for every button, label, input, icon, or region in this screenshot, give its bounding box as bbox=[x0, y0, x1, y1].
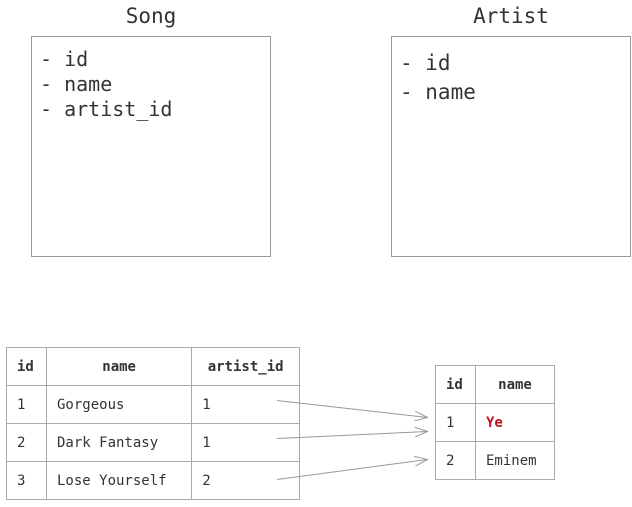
song-field: - id bbox=[40, 47, 89, 71]
song-table: id name artist_id 1 Gorgeous 1 2 Dark Fa… bbox=[6, 347, 300, 500]
artist-table-header-row: id name bbox=[435, 365, 555, 404]
artist-field: - name bbox=[400, 80, 476, 104]
table-row: 2 Eminem bbox=[435, 441, 555, 480]
artist-entity-title: Artist bbox=[473, 4, 549, 28]
artist-field-list: - id - name bbox=[392, 37, 630, 107]
artist-table: id name 1 Ye 2 Eminem bbox=[435, 365, 555, 480]
cell-name: Lose Yourself bbox=[45, 461, 193, 500]
cell-id: 1 bbox=[6, 385, 47, 424]
cell-name: Ye bbox=[475, 403, 555, 442]
cell-artist-id: 1 bbox=[191, 423, 300, 462]
artist-entity-box: - id - name bbox=[391, 36, 631, 257]
song-field: - artist_id bbox=[40, 97, 173, 121]
artist-field: - id bbox=[400, 51, 451, 75]
cell-artist-id: 1 bbox=[191, 385, 300, 424]
table-row: 1 Ye bbox=[435, 403, 555, 442]
song-entity-box: - id - name - artist_id bbox=[31, 36, 271, 257]
song-field: - name bbox=[40, 72, 113, 96]
column-header-id: id bbox=[435, 365, 476, 404]
cell-id: 3 bbox=[6, 461, 47, 500]
column-header-artist-id: artist_id bbox=[191, 347, 300, 386]
cell-artist-id: 2 bbox=[191, 461, 300, 500]
cell-name: Gorgeous bbox=[45, 385, 193, 424]
column-header-name: name bbox=[45, 347, 193, 386]
column-header-id: id bbox=[6, 347, 47, 386]
column-header-name: name bbox=[475, 365, 555, 404]
table-row: 1 Gorgeous 1 bbox=[6, 385, 300, 424]
cell-id: 2 bbox=[6, 423, 47, 462]
table-row: 3 Lose Yourself 2 bbox=[6, 461, 300, 500]
song-field-list: - id - name - artist_id bbox=[32, 37, 270, 122]
song-entity-title: Song bbox=[125, 4, 177, 28]
song-table-header-row: id name artist_id bbox=[6, 347, 300, 386]
cell-name: Dark Fantasy bbox=[45, 423, 193, 462]
cell-name: Eminem bbox=[475, 441, 555, 480]
cell-id: 1 bbox=[435, 403, 476, 442]
table-row: 2 Dark Fantasy 1 bbox=[6, 423, 300, 462]
cell-id: 2 bbox=[435, 441, 476, 480]
